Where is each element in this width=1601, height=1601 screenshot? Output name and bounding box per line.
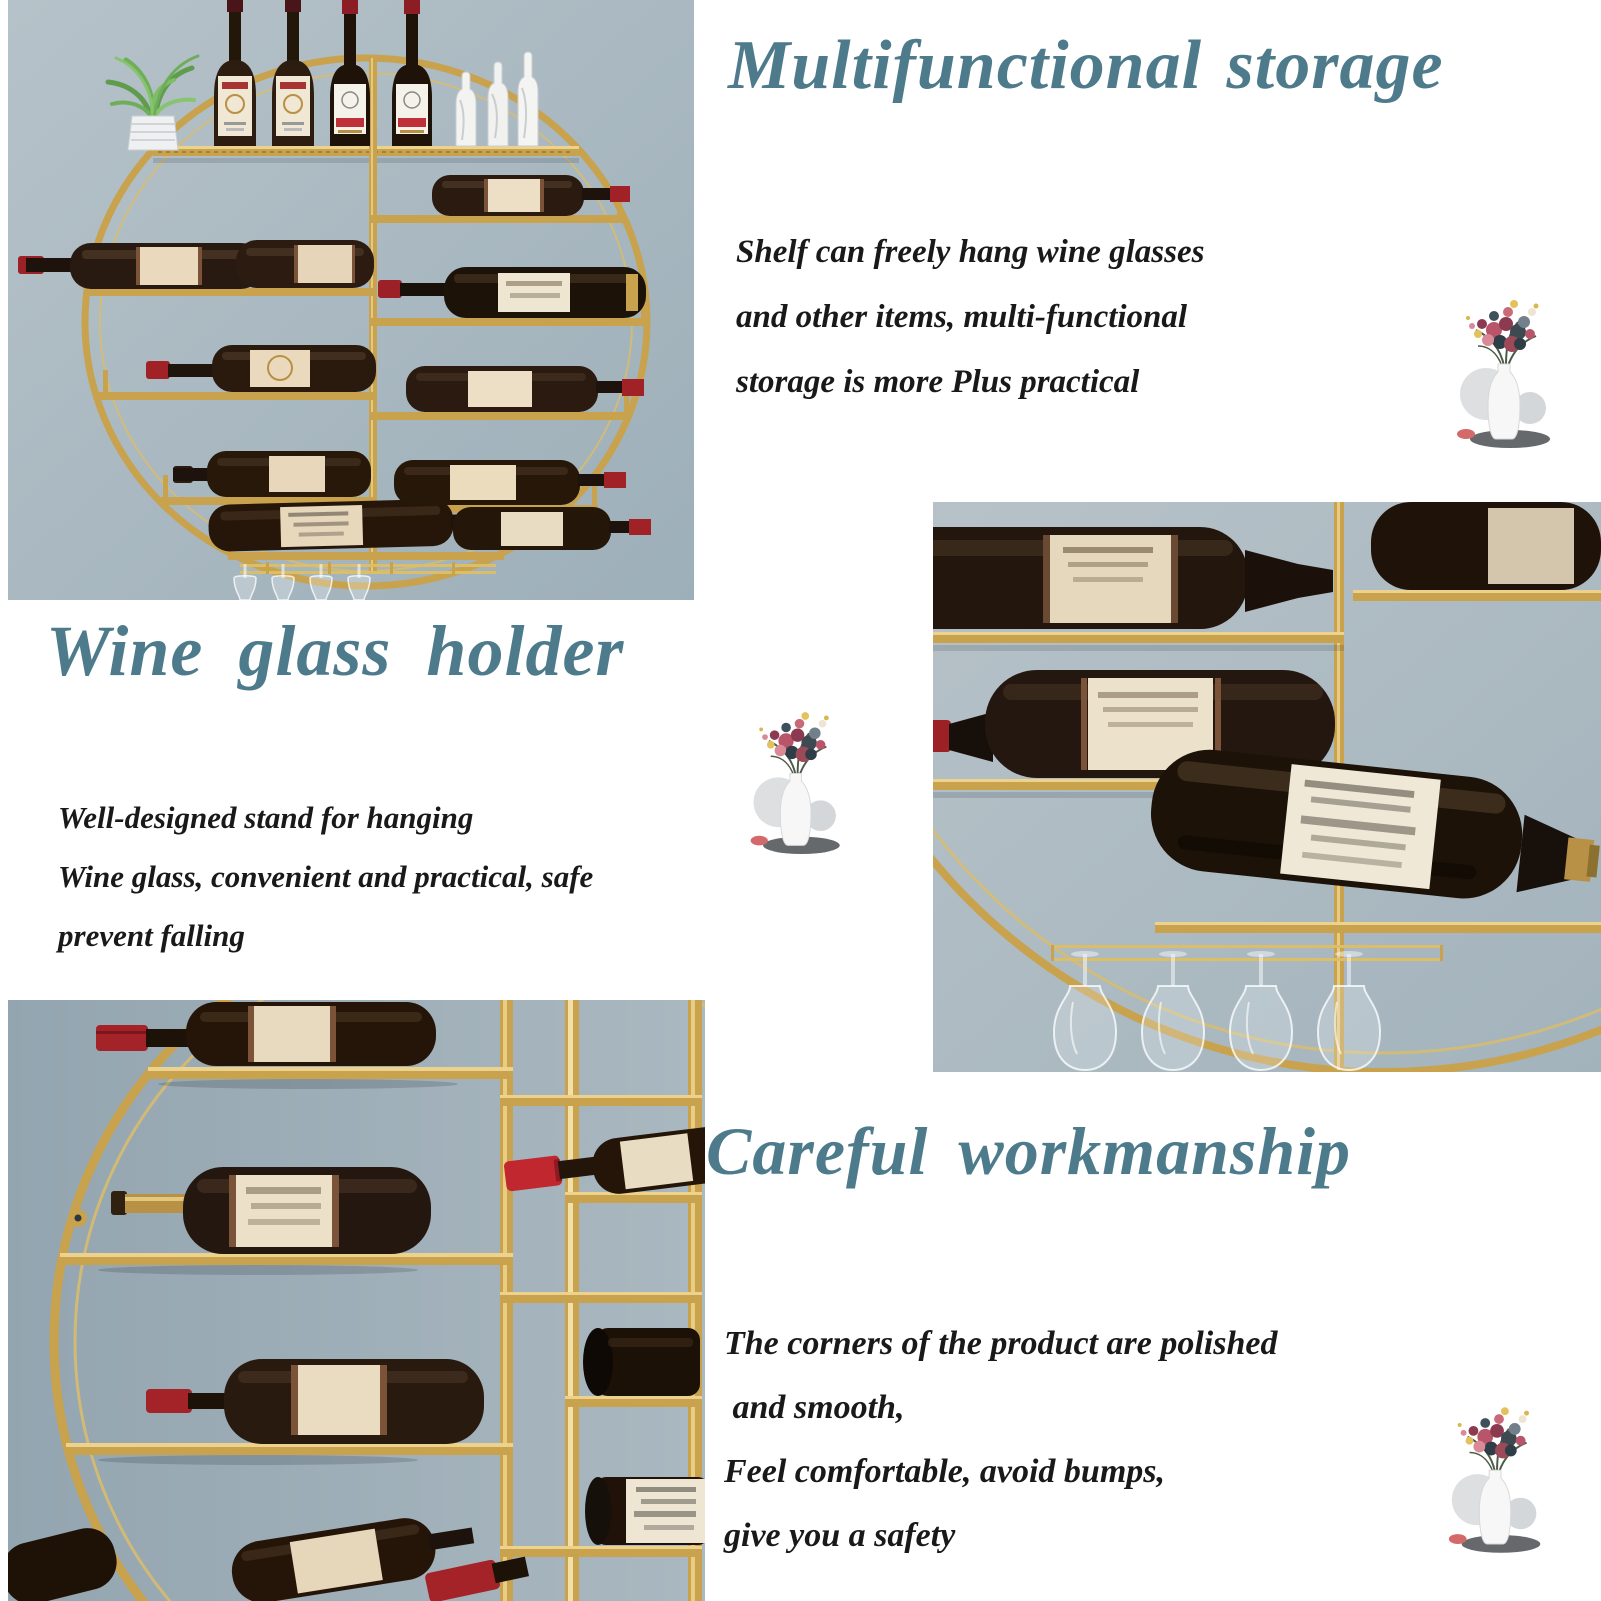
lying-bottle xyxy=(394,460,626,505)
paragraph-line: storage is more Plus practical xyxy=(736,364,1140,400)
lying-bottle xyxy=(96,1002,436,1066)
lying-bottle xyxy=(8,1528,117,1601)
heading-careful-workmanship: Careful workmanship xyxy=(706,1113,1352,1189)
standing-bottle xyxy=(392,0,432,146)
standing-bottle xyxy=(330,0,370,146)
flower-vase-decoration xyxy=(1440,1402,1558,1562)
plant-icon xyxy=(105,54,200,151)
lying-bottle xyxy=(933,527,1333,629)
heading-wine-glass-holder: Wine glass holder xyxy=(46,611,625,691)
hanging-wine-glasses xyxy=(233,564,371,600)
rack-closeup-illustration xyxy=(933,502,1601,1072)
lying-bottle xyxy=(173,451,371,497)
paragraph-line: The corners of the product are polished xyxy=(724,1325,1278,1362)
paragraph-line: and other items, multi-functional xyxy=(736,299,1188,335)
wine-rack-illustration xyxy=(8,0,694,600)
lying-bottle xyxy=(1150,749,1600,899)
standing-bottle xyxy=(214,0,256,146)
rack-shelves-illustration xyxy=(8,1000,705,1601)
paragraph-line: prevent falling xyxy=(58,918,245,953)
bottle-neck-red-cap xyxy=(425,1556,530,1601)
lying-bottle xyxy=(111,1167,431,1254)
hanging-wine-glasses xyxy=(1052,951,1382,1072)
paragraph-line: Feel comfortable, avoid bumps, xyxy=(724,1453,1166,1490)
lying-bottle xyxy=(406,366,644,412)
white-bottles xyxy=(455,51,539,147)
lying-bottle xyxy=(453,507,651,550)
lying-bottle xyxy=(236,240,374,288)
photo-full-wine-rack xyxy=(8,0,694,600)
bottle-end xyxy=(583,1328,700,1396)
lying-bottle xyxy=(231,1518,475,1601)
paragraph-multifunctional-storage: Shelf can freely hang wine glasses and o… xyxy=(736,220,1204,415)
photo-rack-closeup-glasses xyxy=(933,502,1601,1072)
flower-vase-icon xyxy=(1448,1407,1541,1553)
bottle-end xyxy=(585,1477,705,1545)
standing-bottle xyxy=(272,0,314,146)
paragraph-line: Well-designed stand for hanging xyxy=(58,800,474,835)
lying-bottle xyxy=(26,243,262,289)
flower-vase-icon xyxy=(1457,300,1550,448)
paragraph-line: and smooth, xyxy=(724,1389,905,1426)
flower-vase-decoration xyxy=(742,706,857,864)
paragraph-careful-workmanship: The corners of the product are polished … xyxy=(724,1312,1277,1568)
lying-bottle xyxy=(146,1359,484,1444)
heading-multifunctional-storage: Multifunctional storage xyxy=(728,27,1444,104)
paragraph-line: Shelf can freely hang wine glasses xyxy=(736,234,1205,270)
lying-bottle xyxy=(378,267,646,318)
photo-rack-closeup-shelves xyxy=(8,1000,705,1601)
lying-bottle xyxy=(146,345,376,392)
paragraph-line: Wine glass, convenient and practical, sa… xyxy=(58,859,594,894)
flower-vase-icon xyxy=(750,712,840,854)
paragraph-line: give you a safety xyxy=(724,1517,956,1554)
lying-bottle xyxy=(504,1125,705,1194)
lying-bottle xyxy=(432,175,630,216)
lying-bottle xyxy=(933,670,1335,778)
flower-vase-decoration xyxy=(1448,296,1568,456)
paragraph-wine-glass-holder: Well-designed stand for hanging Wine gla… xyxy=(58,788,593,965)
